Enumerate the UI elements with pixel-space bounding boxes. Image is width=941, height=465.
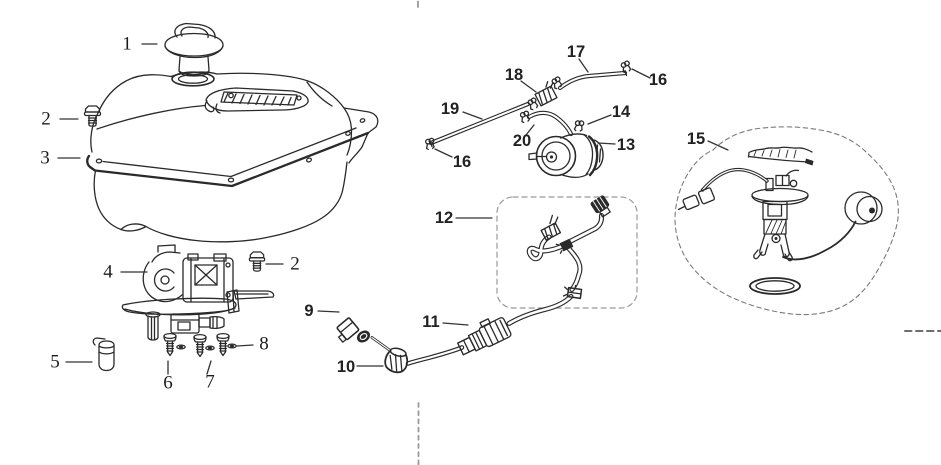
page-split-marks <box>417 0 941 465</box>
pump-module-drawing <box>674 126 899 316</box>
hose-assembly-drawing <box>336 195 611 374</box>
callout-20: 20 <box>512 131 532 150</box>
callout-13: 13 <box>616 135 636 154</box>
rail-connector-drawing <box>590 195 611 218</box>
callout-6: 6 <box>163 372 173 394</box>
branch-fitting-drawing <box>540 214 562 241</box>
callout-7: 7 <box>205 371 215 393</box>
callout-1: 1 <box>122 33 132 55</box>
callout-11: 11 <box>422 312 440 331</box>
callout-14: 14 <box>611 102 631 121</box>
callout-17: 17 <box>566 42 586 61</box>
fuel-filter-drawing <box>528 133 604 178</box>
bolt-drawing-left <box>83 105 102 127</box>
bolt-drawing-right <box>248 251 266 272</box>
screws-drawing <box>163 332 237 358</box>
callout-16b: 16 <box>648 70 668 89</box>
hose-clamp-drawing <box>562 284 583 300</box>
sensor-plug-drawing <box>336 317 360 343</box>
grommet-drawing <box>356 330 371 343</box>
leader-lines <box>57 43 729 375</box>
callout-9: 9 <box>304 301 314 320</box>
callout-15: 15 <box>686 129 706 148</box>
fuel-valve-drawing <box>121 244 275 341</box>
callout-18: 18 <box>504 65 524 84</box>
callout-16a: 16 <box>452 152 472 171</box>
callout-10: 10 <box>336 357 356 376</box>
hose-joint-18-drawing <box>534 81 558 107</box>
hose-group-dashed-box <box>496 196 638 309</box>
fuel-hoses-drawing <box>424 59 632 151</box>
fuel-cap-drawing <box>164 22 224 77</box>
callout-5: 5 <box>50 351 60 373</box>
callout-2a: 2 <box>41 108 51 130</box>
callout-3: 3 <box>40 147 50 169</box>
callout-8: 8 <box>259 333 269 355</box>
callout-19: 19 <box>440 99 460 118</box>
tee-junction-drawing <box>555 238 574 254</box>
callout-12: 12 <box>434 208 454 227</box>
plug-cap-drawing <box>92 337 115 372</box>
rubber-boot-drawing <box>384 347 409 374</box>
flange-gasket-drawing <box>86 107 379 188</box>
hose-clip-20-drawing <box>519 110 531 124</box>
hose-clip-14-drawing <box>573 119 585 133</box>
module-connector-drawing <box>677 187 715 211</box>
inline-valve-drawing <box>456 317 512 356</box>
module-dashed-outline <box>674 126 899 316</box>
callout-2b: 2 <box>290 253 300 275</box>
fuel-tank-drawing <box>86 71 379 243</box>
callout-4: 4 <box>103 261 113 283</box>
